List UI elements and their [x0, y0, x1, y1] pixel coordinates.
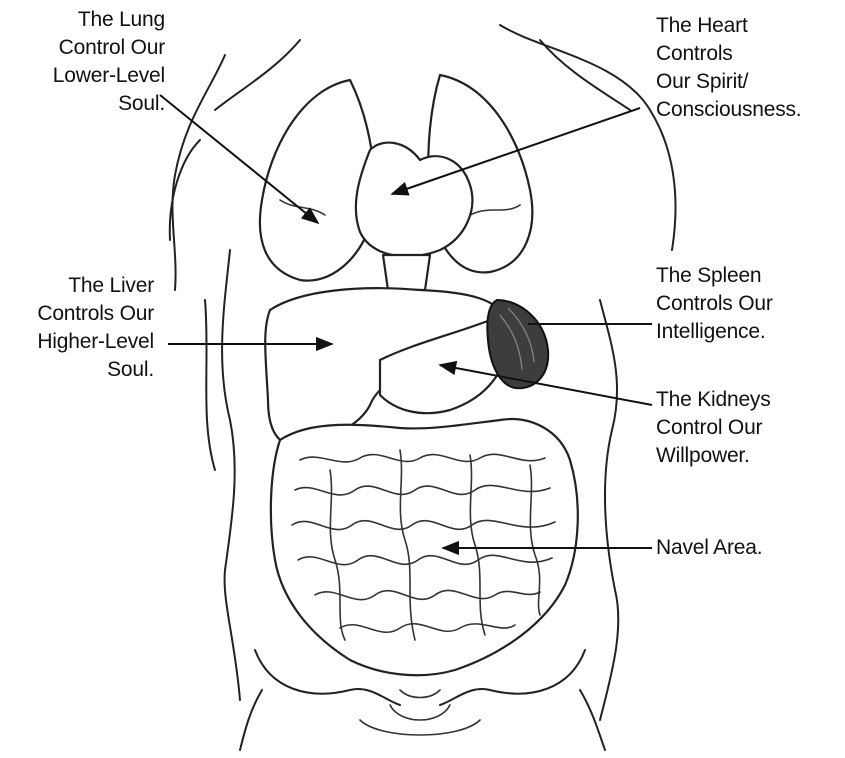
- spleen-label-line: Intelligence.: [656, 318, 773, 346]
- liver-label-line: Soul.: [37, 356, 154, 384]
- spleen-label-line: Controls Our: [656, 290, 773, 318]
- kidneys-label-line: Control Our: [656, 414, 771, 442]
- heart-label-line: Our Spirit/: [656, 68, 801, 96]
- liver-label-line: The Liver: [37, 272, 154, 300]
- heart-label-line: Controls: [656, 40, 801, 68]
- heart-label-line: Consciousness.: [656, 96, 801, 124]
- diaphragm-connector: [383, 255, 430, 290]
- kidneys-label-line: The Kidneys: [656, 386, 771, 414]
- liver-label-line: Controls Our: [37, 300, 154, 328]
- lung-label-line: Control Our: [53, 34, 165, 62]
- liver-label-line: Higher-Level: [37, 328, 154, 356]
- lung-label-line: Soul.: [53, 90, 165, 118]
- lung-label-line: The Lung: [53, 6, 165, 34]
- liver-label: The Liver Controls Our Higher-Level Soul…: [37, 272, 154, 384]
- spleen-label: The Spleen Controls Our Intelligence.: [656, 262, 773, 346]
- lung-label-line: Lower-Level: [53, 62, 165, 90]
- navel-label: Navel Area.: [656, 534, 762, 562]
- navel-label-line: Navel Area.: [656, 534, 762, 562]
- kidneys-label-line: Willpower.: [656, 442, 771, 470]
- spleen-label-line: The Spleen: [656, 262, 773, 290]
- heart-label-line: The Heart: [656, 12, 801, 40]
- heart-label: The Heart Controls Our Spirit/ Conscious…: [656, 12, 801, 124]
- kidneys-label: The Kidneys Control Our Willpower.: [656, 386, 771, 470]
- lung-label: The Lung Control Our Lower-Level Soul.: [53, 6, 165, 118]
